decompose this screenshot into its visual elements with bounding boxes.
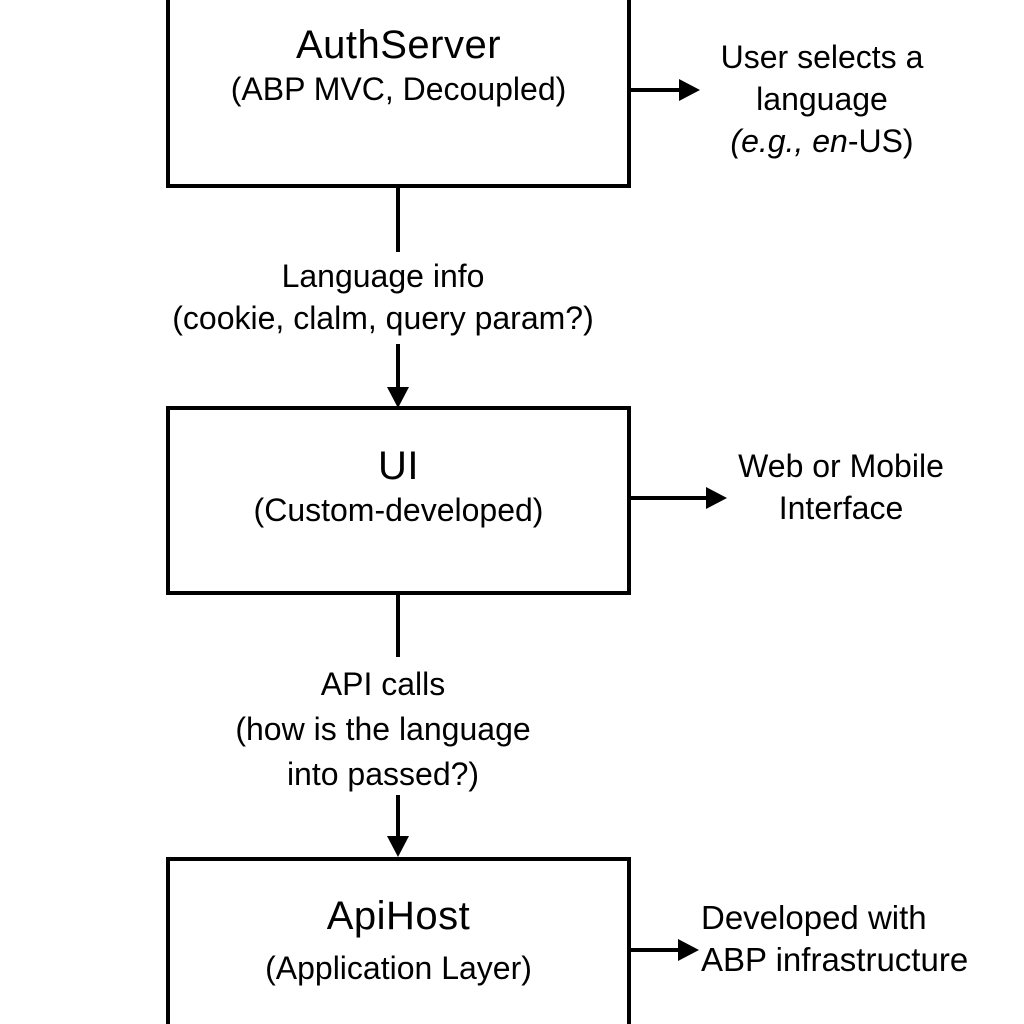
node-authserver: AuthServer (ABP MVC, Decoupled)	[166, 0, 631, 188]
connector-label-language-info: Language info (cookie, clalm, query para…	[83, 255, 683, 339]
connector-label-api-calls: API calls (how is the language into pass…	[83, 662, 683, 797]
node-subtitle: (Application Layer)	[265, 950, 532, 986]
note-developed-with-abp: Developed with ABP infrastructure	[701, 897, 1021, 981]
connector-label-line: (how is the language	[235, 711, 531, 747]
note-line: Web or Mobile	[738, 448, 944, 484]
arrowhead-right-icon	[678, 939, 699, 961]
node-subtitle: (ABP MVC, Decoupled)	[230, 71, 567, 107]
note-line: Interface	[778, 490, 904, 526]
note-line: User selects a	[720, 39, 924, 75]
connector-label-line: API calls	[320, 666, 446, 702]
node-apihost: ApiHost (Application Layer)	[166, 857, 631, 1024]
note-user-selects-language: User selects a language (e.g., en-US)	[677, 36, 967, 162]
arrowhead-down-icon	[387, 387, 409, 408]
node-title: ApiHost	[326, 894, 471, 938]
note-line: ABP infrastructure	[701, 941, 969, 978]
note-line: language	[756, 81, 888, 117]
node-title: AuthServer	[295, 23, 502, 67]
connector-label-line: into passed?)	[286, 756, 480, 792]
connector-label-line: Language info	[281, 258, 485, 294]
note-line: Developed with	[701, 899, 927, 936]
node-ui: UI (Custom-developed)	[166, 406, 631, 595]
arrowhead-down-icon	[387, 836, 409, 857]
connector-label-line: (cookie, clalm, query param?)	[172, 300, 594, 336]
node-title: UI	[378, 444, 419, 488]
note-web-or-mobile-interface: Web or Mobile Interface	[696, 445, 986, 529]
note-example-italic: (e.g., en	[730, 123, 848, 159]
arrowhead-right-icon	[706, 487, 727, 509]
arrowhead-right-icon	[679, 79, 700, 101]
note-line-example: (e.g., en-US)	[677, 120, 967, 162]
node-subtitle: (Custom-developed)	[253, 492, 544, 528]
note-example-regular: -US)	[847, 123, 914, 159]
